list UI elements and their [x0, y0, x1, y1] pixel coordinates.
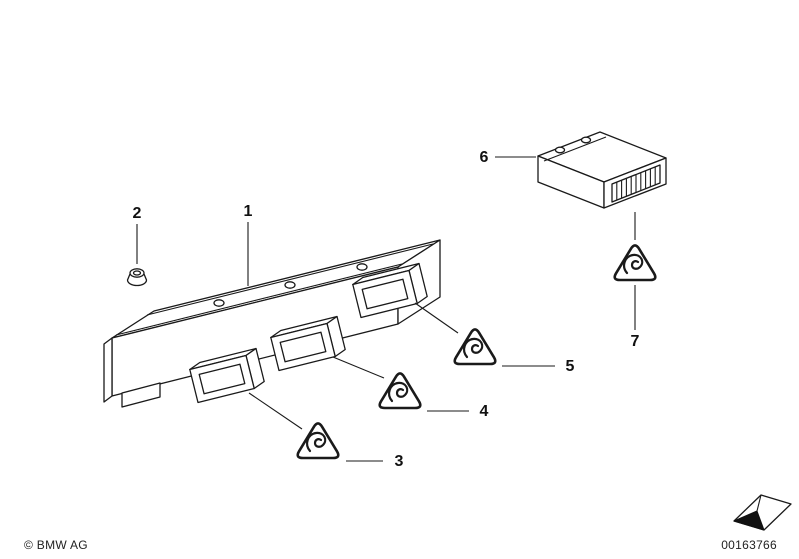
module-ridge-line — [146, 243, 434, 316]
triangle-symbol-7 — [613, 244, 657, 282]
callout-4[interactable]: 4 — [480, 403, 489, 420]
copyright-text: © BMW AG — [24, 538, 88, 552]
module-left-face — [103, 337, 113, 403]
leader-line-4a — [332, 356, 385, 379]
socket-opening — [279, 331, 327, 363]
leader-lines — [136, 156, 636, 462]
screw-hole — [554, 146, 566, 154]
callout-3[interactable]: 3 — [395, 453, 404, 470]
screw-hole — [284, 281, 296, 289]
connector-socket-right — [352, 262, 428, 319]
module-edge-line — [115, 263, 403, 336]
socket-opening — [361, 278, 409, 310]
triangle-symbol-3 — [296, 422, 340, 460]
control-unit-drawing — [103, 239, 441, 408]
triangle-symbol-4 — [378, 372, 422, 410]
connector-socket-left — [189, 347, 265, 404]
mounting-tab — [121, 382, 161, 408]
fastener-nut-drawing — [126, 268, 148, 287]
leader-line-3a — [248, 392, 303, 430]
leader-line-5a — [414, 302, 459, 334]
callout-7[interactable]: 7 — [631, 333, 640, 350]
part-document-number: 00163766 — [721, 538, 777, 552]
callout-2[interactable]: 2 — [133, 205, 142, 222]
callout-6[interactable]: 6 — [480, 149, 489, 166]
callout-1[interactable]: 1 — [244, 203, 253, 220]
squiggle-icon — [623, 253, 644, 275]
orientation-flag-icon — [733, 494, 792, 531]
small-module-lid-line — [543, 136, 607, 162]
connector-pins — [611, 164, 661, 203]
squiggle-icon — [463, 337, 484, 359]
socket-opening — [198, 363, 246, 395]
small-module-drawing — [537, 131, 667, 209]
screw-hole — [213, 299, 225, 307]
connector-socket-middle — [270, 315, 346, 372]
squiggle-icon — [306, 431, 327, 453]
squiggle-icon — [388, 381, 409, 403]
triangle-symbol-5 — [453, 328, 497, 366]
callout-5[interactable]: 5 — [566, 358, 575, 375]
screw-hole — [356, 263, 368, 271]
screw-hole — [580, 136, 592, 144]
